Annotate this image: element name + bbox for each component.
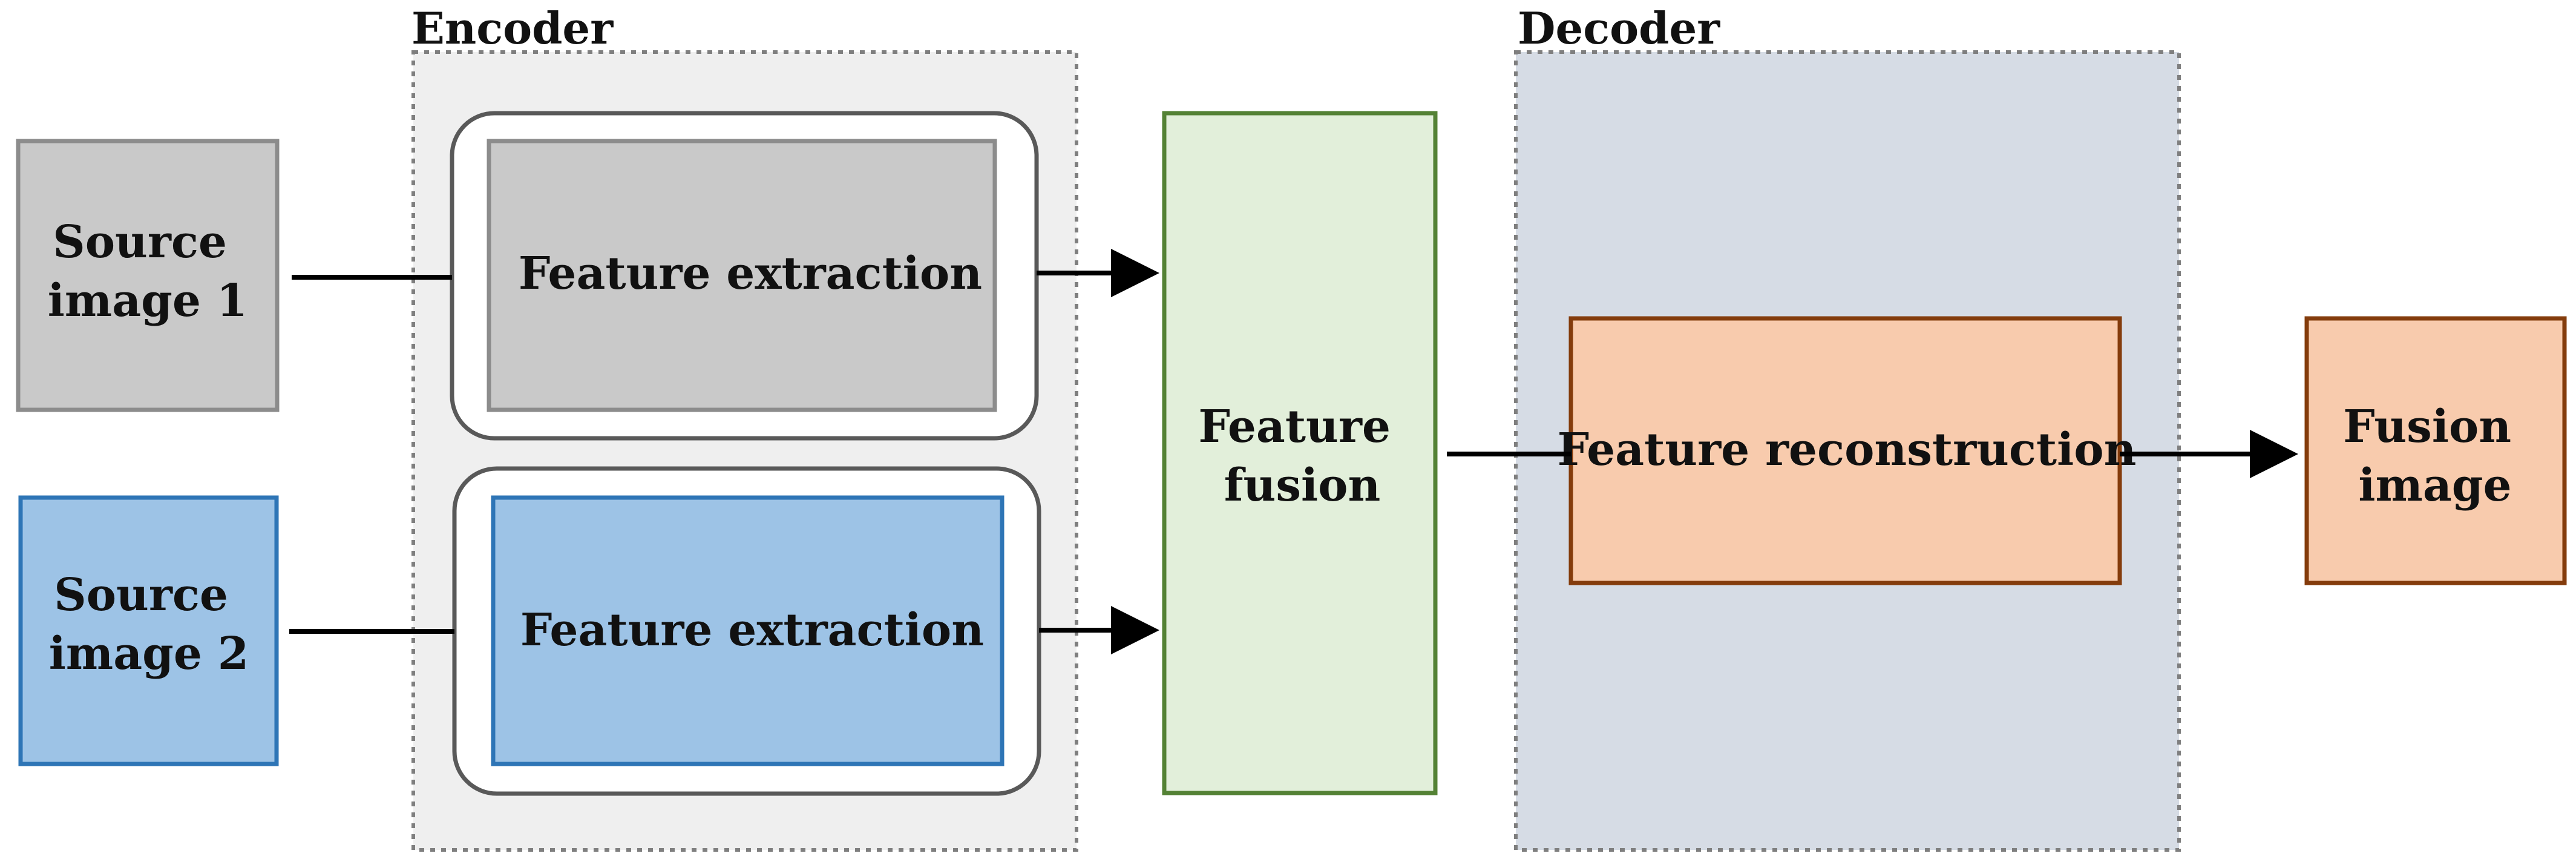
source-image-1-box <box>16 139 280 412</box>
feature-extraction-2-box <box>491 495 1005 766</box>
source-image-1-node: Source image 1 <box>16 139 280 412</box>
source-image-1-label-line2: image 1 <box>48 275 247 327</box>
source-image-2-node: Source image 2 <box>18 495 279 766</box>
feature-reconstruction-label: Feature reconstruction <box>1558 424 2137 476</box>
source-image-1-label-line1: Source <box>53 216 227 268</box>
feature-extraction-2-label: Feature extraction <box>520 604 984 656</box>
feature-fusion-label-line2: fusion <box>1224 459 1381 512</box>
fusion-image-box <box>2304 316 2567 585</box>
feature-reconstruction-box <box>1568 316 2122 585</box>
svg-text:Feature fusion: Feature fusion <box>1198 401 1406 512</box>
feature-fusion-box <box>1162 111 1438 795</box>
feature-extraction-2-node: Feature extraction <box>452 466 1041 796</box>
source-image-2-label-line2: image 2 <box>49 628 249 680</box>
feature-fusion-label-line1: Feature <box>1198 401 1391 453</box>
connectors <box>289 249 2298 654</box>
decoder-label: Decoder <box>1518 2 1720 54</box>
source-image-2-label-line1: Source <box>54 569 228 621</box>
feature-extraction-1-box <box>487 139 997 412</box>
svg-text:Fusion image: Fusion image <box>2343 401 2527 512</box>
svg-text:Source image 1: Source image 1 <box>48 216 247 327</box>
feature-fusion-node: Feature fusion <box>1162 111 1438 795</box>
fusion-image-label-line1: Fusion <box>2343 401 2511 453</box>
source-image-2-box <box>18 495 279 766</box>
feature-extraction-1-label: Feature extraction <box>519 248 982 300</box>
feature-extraction-1-node: Feature extraction <box>450 111 1039 441</box>
feature-reconstruction-node: Feature reconstruction <box>1558 316 2137 585</box>
encoder-label: Encoder <box>411 2 614 54</box>
svg-text:Source image 2: Source image 2 <box>49 569 249 680</box>
fusion-image-label-line2: image <box>2358 459 2511 512</box>
fusion-image-node: Fusion image <box>2304 316 2567 585</box>
